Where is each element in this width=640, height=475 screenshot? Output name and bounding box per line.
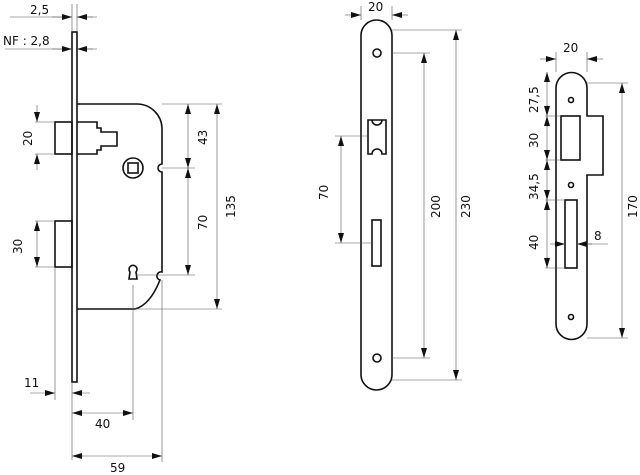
latch-window (367, 119, 387, 155)
dim-case-depth: 59 (110, 461, 125, 475)
dim-slot-height: 40 (527, 235, 541, 250)
screw-hole (372, 48, 382, 58)
latch-bolt (54, 121, 118, 155)
lock-case-body (77, 103, 163, 310)
dim-faceplate-thickness: 2,5 (30, 3, 49, 17)
strike-plate-outline (555, 71, 604, 341)
dim-strike-length: 170 (626, 195, 640, 218)
dim-faceplate-length: 230 (459, 195, 473, 218)
faceplate-outline (360, 19, 393, 391)
dim-slot-width: 8 (594, 229, 602, 243)
dim-backset: 40 (95, 417, 110, 431)
dim-bolt-height: 30 (11, 239, 25, 254)
bolt-slot (371, 219, 382, 267)
dim-screw-spacing: 200 (429, 195, 443, 218)
dim-window-to-slot: 34,5 (527, 173, 541, 200)
keyhole (128, 264, 138, 280)
dim-latch-to-bolt: 70 (317, 185, 331, 200)
dim-top-to-latch: 27,5 (527, 86, 541, 113)
bolt-slot (564, 199, 578, 269)
dead-bolt (54, 220, 73, 268)
dim-strike-width: 20 (563, 41, 578, 55)
strike-plate-drawing: 20 27,5 30 34,5 40 8 170 (527, 41, 640, 341)
screw-hole (567, 96, 575, 104)
faceplate-drawing: 20 70 200 230 (317, 0, 473, 391)
screw-hole (567, 181, 575, 189)
dim-top-to-follower: 43 (196, 130, 210, 145)
screw-hole (567, 313, 575, 321)
lock-faceplate (71, 31, 78, 383)
dim-latch-height: 20 (21, 131, 35, 146)
follower-square-hole (122, 157, 144, 179)
dim-follower-to-keyhole: 70 (196, 215, 210, 230)
dim-faceplate-width: 20 (368, 0, 383, 14)
dim-case-height: 135 (224, 195, 238, 218)
dim-bolt-projection: 11 (24, 376, 39, 390)
dim-faceplate-thickness-nf: NF : 2,8 (3, 34, 50, 48)
dim-latch-window: 30 (527, 133, 541, 148)
screw-hole (372, 353, 382, 363)
latch-window (560, 115, 581, 161)
lock-case-drawing: 2,5 NF : 2,8 20 30 43 70 135 11 40 59 (3, 3, 238, 475)
